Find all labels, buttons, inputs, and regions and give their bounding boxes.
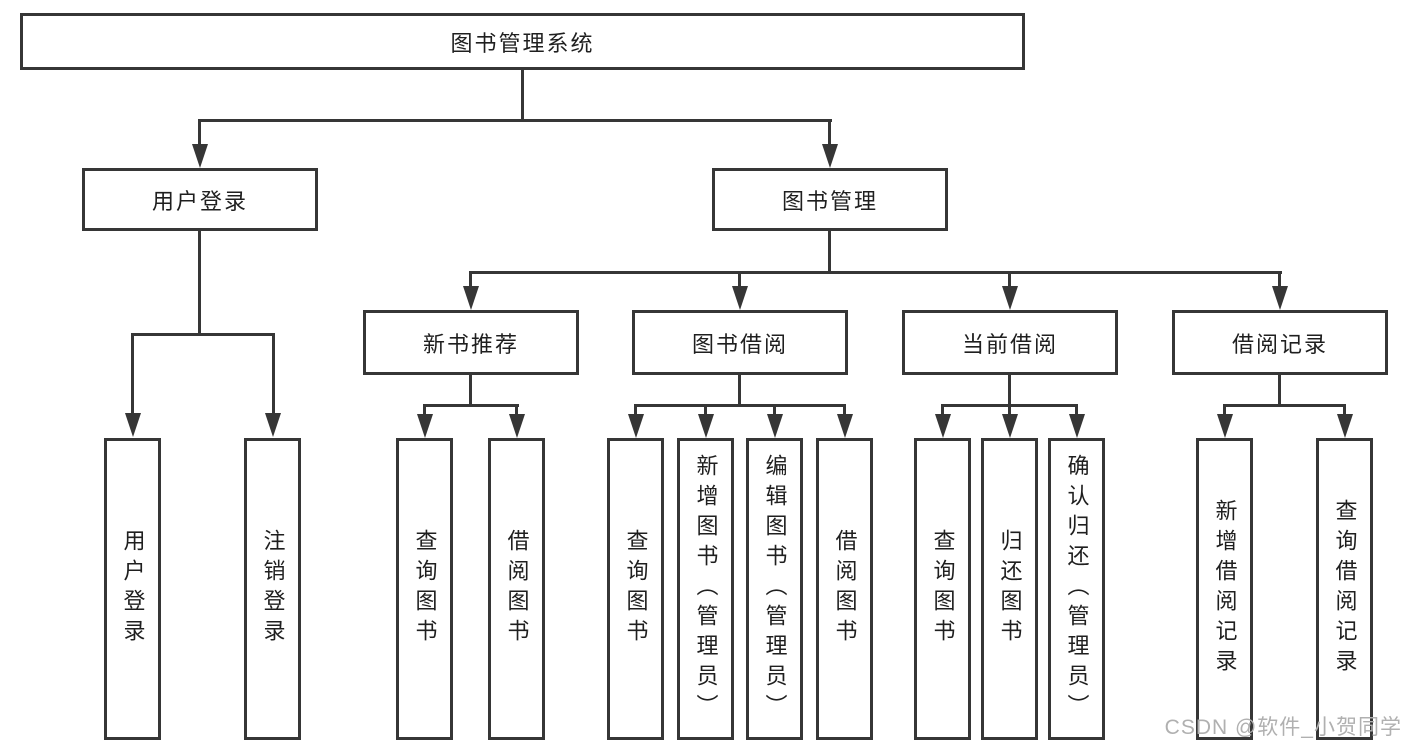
node-book-borrowing-label: 图书借阅 [691, 331, 788, 357]
node-borrowing-records-label: 借阅记录 [1231, 331, 1328, 357]
node-new-book-recommend-label: 新书推荐 [422, 331, 519, 357]
connector-br-leaf2 [1343, 404, 1346, 417]
csdn-watermark: CSDN @软件_小贺同学 [1164, 716, 1402, 739]
connector-to-login-leaf [131, 333, 134, 417]
arrowhead-bb-leaf3 [767, 414, 783, 438]
node-borrowing-records: 借阅记录 [1172, 310, 1388, 375]
node-confirm-return-admin-label: 确认归还（管理员） [1064, 454, 1090, 724]
connector-nbr-bar [423, 404, 519, 407]
connector-bb-bar [634, 404, 846, 407]
node-login-label: 用户登录 [120, 529, 146, 649]
node-return-books-label: 归还图书 [997, 529, 1023, 649]
node-book-management-label: 图书管理 [781, 188, 878, 214]
connector-level2-bar [469, 271, 1282, 274]
arrowhead-logout-leaf [265, 413, 281, 437]
node-book-management: 图书管理 [712, 168, 948, 231]
connector-book-mgmt-stem [828, 231, 831, 273]
connector-user-login-stem [198, 231, 201, 335]
arrowhead-br-leaf1 [1217, 414, 1233, 438]
arrowhead-cb-leaf3 [1069, 414, 1085, 438]
arrowhead-nbr-leaf1 [417, 414, 433, 438]
connector-bb-stem [738, 375, 741, 406]
connector-cb-leaf3 [1075, 404, 1078, 417]
node-query-books-recommend: 查询图书 [396, 438, 453, 740]
connector-root-stem [521, 70, 524, 120]
arrowhead-login-leaf [125, 413, 141, 437]
node-query-books-borrowing: 查询图书 [607, 438, 664, 740]
connector-br-stem [1278, 375, 1281, 406]
connector-nbr-leaf1 [423, 404, 426, 417]
connector-cb-leaf1 [941, 404, 944, 417]
connector-bb-leaf1 [634, 404, 637, 417]
arrowhead-current-borrowing [1002, 286, 1018, 310]
node-query-borrow-record-label: 查询借阅记录 [1332, 499, 1358, 679]
node-borrow-books-label: 借阅图书 [832, 529, 858, 649]
node-root: 图书管理系统 [20, 13, 1025, 70]
arrowhead-user-login [192, 144, 208, 168]
arrowhead-book-management [822, 144, 838, 168]
node-edit-books-admin: 编辑图书（管理员） [746, 438, 803, 740]
node-query-books-current: 查询图书 [914, 438, 971, 740]
connector-to-borrowing-records [1278, 271, 1281, 289]
node-query-borrow-record: 查询借阅记录 [1316, 438, 1373, 740]
node-book-borrowing: 图书借阅 [632, 310, 848, 375]
connector-to-logout-leaf [272, 333, 275, 417]
arrowhead-book-borrowing [732, 286, 748, 310]
node-edit-books-admin-label: 编辑图书（管理员） [762, 454, 788, 724]
node-user-login-label: 用户登录 [151, 188, 248, 214]
arrowhead-new-book-recommend [463, 286, 479, 310]
connector-user-login-bar [131, 333, 275, 336]
connector-nbr-leaf2 [515, 404, 518, 417]
node-query-books-borrowing-label: 查询图书 [623, 529, 649, 649]
arrowhead-borrowing-records [1272, 286, 1288, 310]
node-current-borrowing: 当前借阅 [902, 310, 1118, 375]
connector-cb-stem [1008, 375, 1011, 406]
connector-br-leaf1 [1223, 404, 1226, 417]
connector-bb-leaf2 [704, 404, 707, 417]
node-add-books-admin-label: 新增图书（管理员） [693, 454, 719, 724]
node-new-book-recommend: 新书推荐 [363, 310, 579, 375]
node-confirm-return-admin: 确认归还（管理员） [1048, 438, 1105, 740]
node-login: 用户登录 [104, 438, 161, 740]
connector-br-bar [1223, 404, 1346, 407]
connector-to-new-book-recommend [469, 271, 472, 289]
connector-to-book-borrowing [738, 271, 741, 289]
node-root-label: 图书管理系统 [450, 30, 595, 56]
node-add-borrow-record: 新增借阅记录 [1196, 438, 1253, 740]
node-user-login: 用户登录 [82, 168, 318, 231]
connector-cb-leaf2 [1008, 404, 1011, 417]
node-logout-label: 注销登录 [260, 529, 286, 649]
arrowhead-br-leaf2 [1337, 414, 1353, 438]
node-query-books-current-label: 查询图书 [930, 529, 956, 649]
arrowhead-cb-leaf2 [1002, 414, 1018, 438]
node-add-books-admin: 新增图书（管理员） [677, 438, 734, 740]
node-add-borrow-record-label: 新增借阅记录 [1212, 499, 1238, 679]
arrowhead-bb-leaf2 [698, 414, 714, 438]
connector-to-book-management [828, 119, 831, 147]
connector-nbr-stem [469, 375, 472, 406]
node-borrow-books-recommend: 借阅图书 [488, 438, 545, 740]
arrowhead-bb-leaf1 [628, 414, 644, 438]
node-logout: 注销登录 [244, 438, 301, 740]
node-current-borrowing-label: 当前借阅 [961, 331, 1058, 357]
connector-bb-leaf4 [843, 404, 846, 417]
node-return-books: 归还图书 [981, 438, 1038, 740]
connector-level1-bar [198, 119, 832, 122]
connector-to-user-login [198, 119, 201, 147]
node-query-books-recommend-label: 查询图书 [412, 529, 438, 649]
arrowhead-cb-leaf1 [935, 414, 951, 438]
connector-bb-leaf3 [773, 404, 776, 417]
arrowhead-bb-leaf4 [837, 414, 853, 438]
connector-to-current-borrowing [1008, 271, 1011, 289]
node-borrow-books: 借阅图书 [816, 438, 873, 740]
node-borrow-books-recommend-label: 借阅图书 [504, 529, 530, 649]
arrowhead-nbr-leaf2 [509, 414, 525, 438]
